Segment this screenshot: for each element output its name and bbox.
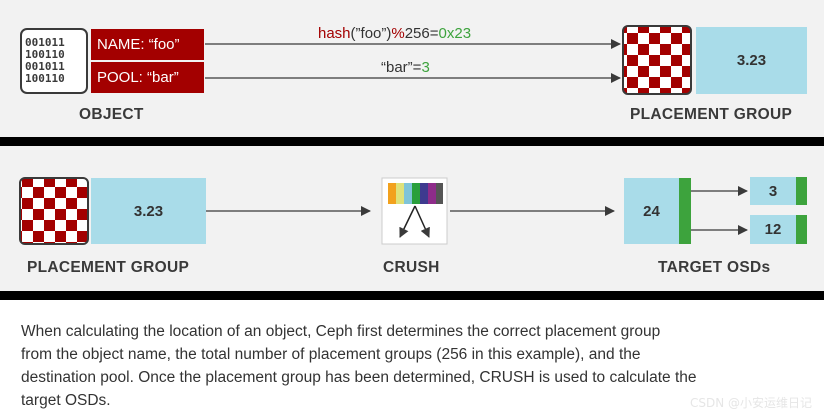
- name-field: NAME: “foo”: [91, 29, 204, 60]
- hash-argument: (”foo”): [350, 25, 392, 42]
- svg-text:100110: 100110: [25, 48, 65, 61]
- hash-modulo: %: [391, 25, 405, 42]
- description-line: target OSDs.: [21, 392, 111, 409]
- description-line: destination pool. Once the placement gro…: [21, 369, 697, 386]
- replica-osd-a-marker: [796, 177, 807, 205]
- placement-group-checker-icon: [622, 25, 692, 95]
- binary-object-icon: 001011 100110 001011 100110: [20, 28, 88, 94]
- pool-name: “bar”=: [381, 59, 422, 76]
- crush-label: CRUSH: [383, 259, 440, 276]
- svg-text:001011: 001011: [25, 36, 65, 49]
- hash-function: hash: [318, 25, 351, 42]
- description-line: When calculating the location of an obje…: [21, 323, 661, 340]
- hash-result: 0x23: [438, 25, 472, 42]
- placement-group-id-bottom: 3.23: [91, 178, 206, 244]
- pool-field: POOL: “bar”: [91, 62, 204, 93]
- svg-text:001011: 001011: [25, 60, 65, 73]
- replica-osd-a: 3: [750, 177, 796, 205]
- hash-expression: hash(”foo”)%256=0x23: [318, 25, 471, 42]
- placement-group-checker-icon-bottom: [19, 177, 89, 245]
- replica-osd-b-marker: [796, 215, 807, 244]
- pool-expression: “bar”=3: [381, 59, 430, 76]
- crush-icon: [381, 177, 448, 245]
- replica-osd-b: 12: [750, 215, 796, 244]
- placement-group-label: PLACEMENT GROUP: [630, 106, 793, 123]
- description: When calculating the location of an obje…: [21, 320, 811, 412]
- placement-group-id: 3.23: [696, 27, 807, 94]
- primary-osd: 24: [624, 178, 679, 244]
- object-label: OBJECT: [79, 106, 144, 123]
- top-divider: [0, 137, 824, 146]
- pool-id: 3: [421, 59, 430, 76]
- description-line: from the object name, the total number o…: [21, 346, 641, 363]
- watermark: CSDN @小安运维日记: [689, 396, 812, 410]
- diagram-graphics: 001011 100110 001011 100110: [19, 25, 748, 245]
- svg-text:100110: 100110: [25, 72, 65, 85]
- bottom-divider: [0, 291, 824, 300]
- target-osds-label: TARGET OSDs: [658, 259, 771, 276]
- hash-divisor: 256=: [404, 25, 439, 42]
- primary-osd-marker: [679, 178, 691, 244]
- placement-group-label-bottom: PLACEMENT GROUP: [27, 259, 190, 276]
